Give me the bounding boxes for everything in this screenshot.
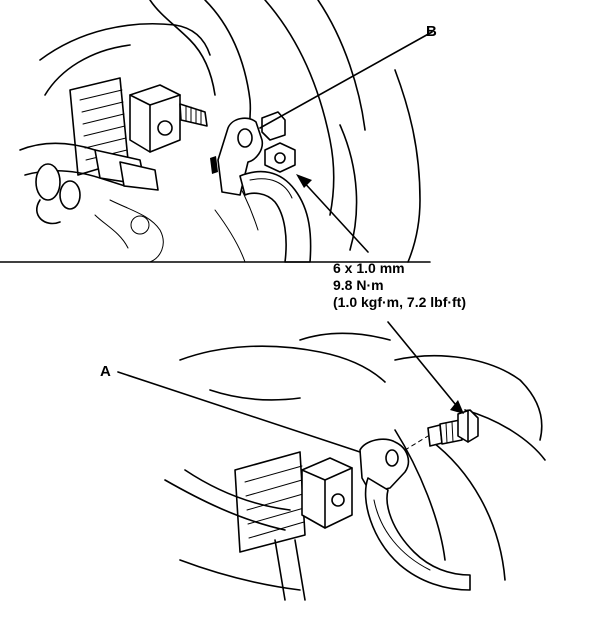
arrow-torque-lower [450, 400, 464, 414]
torque-spec-nm: 9.8 N·m [333, 277, 384, 293]
arrow-torque-upper [296, 174, 312, 188]
callout-b: B [426, 23, 437, 40]
upper-detail-view [0, 0, 431, 263]
torque-spec-size: 6 x 1.0 mm [333, 260, 405, 276]
torque-spec-imperial: (1.0 kgf·m, 7.2 lbf·ft) [333, 294, 466, 310]
leader-b [259, 31, 433, 129]
lower-detail-view [164, 332, 546, 601]
leader-torque-upper [299, 177, 369, 253]
leader-torque-lower [387, 321, 461, 411]
callout-a: A [100, 363, 111, 380]
callouts: B A 6 x 1.0 mm 9.8 N·m (1.0 kgf·m, 7.2 l… [100, 23, 466, 453]
leader-a [117, 371, 361, 453]
